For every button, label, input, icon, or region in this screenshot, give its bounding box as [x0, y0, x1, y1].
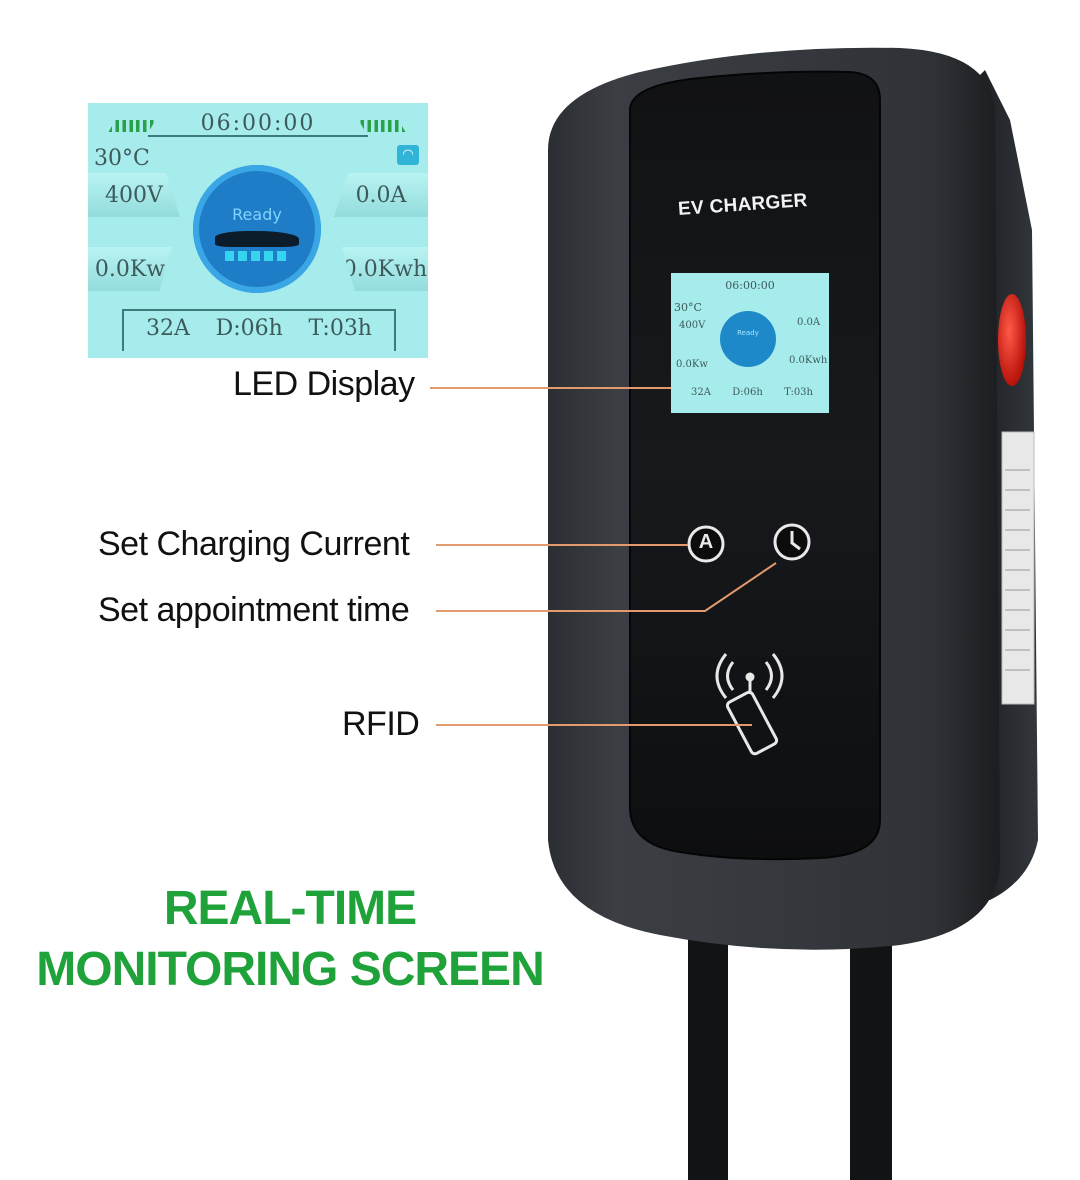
leader-line-appointment [436, 562, 777, 612]
cable-left [688, 930, 728, 1180]
lcd-status: Ready [232, 205, 282, 224]
device-screen-power: 0.0Kw [676, 359, 708, 370]
lcd-time: 06:00:00 [200, 111, 316, 136]
lcd-zoom-panel: 06:00:00 30°C ◠ 400V 0.0A 0.0Kw 0.0Kwh R… [88, 103, 428, 358]
lcd-top-rule [148, 135, 368, 137]
lcd-footer-delay: D:06h [215, 316, 283, 341]
lcd-voltage-cell: 400V [88, 173, 180, 217]
set-current-button[interactable] [687, 525, 725, 563]
spec-label-sticker [1001, 431, 1035, 705]
device-screen-timer: T:03h [784, 387, 813, 398]
wifi-icon: ◠ [397, 145, 419, 165]
device-screen-temp: 30°C [674, 301, 702, 314]
lcd-footer-timer: T:03h [308, 316, 372, 341]
clock-icon [773, 523, 811, 561]
car-icon [215, 231, 299, 247]
device-screen-voltage: 400V [679, 320, 706, 331]
device-screen-energy: 0.0Kwh [789, 355, 828, 366]
device-screen-footer: 32A D:06h T:03h [691, 387, 813, 398]
callout-rfid: RFID [342, 705, 420, 743]
lcd-current: 0.0A [355, 182, 407, 208]
rfid-reader-icon[interactable] [715, 653, 784, 756]
callout-led-display: LED Display [233, 365, 415, 403]
headline-line-1: REAL-TIME [163, 882, 417, 935]
lcd-energy: 0.0Kwh [342, 256, 428, 282]
device-screen-status: Ready [737, 329, 759, 337]
lcd-temperature: 30°C [94, 146, 150, 171]
emergency-stop-button[interactable] [998, 294, 1026, 386]
callout-set-charging-current: Set Charging Current [98, 525, 410, 563]
set-current-button-glyph: A [698, 531, 714, 553]
lcd-footer: 32A D:06h T:03h [146, 316, 372, 341]
device-screen-time: 06:00:00 [725, 279, 775, 292]
lcd-energy-cell: 0.0Kwh [342, 247, 428, 291]
front-panel [629, 70, 881, 861]
device-screen: 06:00:00 30°C 400V 0.0A 0.0Kw 0.0Kwh Rea… [671, 273, 829, 413]
lcd-status-gauge: Ready [193, 165, 321, 293]
lcd-power: 0.0Kw [94, 256, 166, 282]
lcd-power-cell: 0.0Kw [88, 247, 172, 291]
device-screen-delay: D:06h [732, 387, 763, 398]
lcd-footer-frame [122, 309, 396, 351]
callout-set-appointment-time: Set appointment time [98, 591, 410, 629]
headline-line-2: MONITORING SCREEN [36, 943, 544, 996]
battery-bar-icon [225, 251, 289, 261]
device-screen-amps: 32A [691, 387, 711, 398]
device-screen-gauge: Ready [720, 311, 776, 367]
lcd-current-cell: 0.0A [334, 173, 428, 217]
device-screen-current: 0.0A [797, 317, 821, 328]
cable-right [850, 940, 892, 1180]
lcd-footer-amps: 32A [146, 316, 190, 341]
lcd-voltage: 400V [105, 182, 163, 208]
